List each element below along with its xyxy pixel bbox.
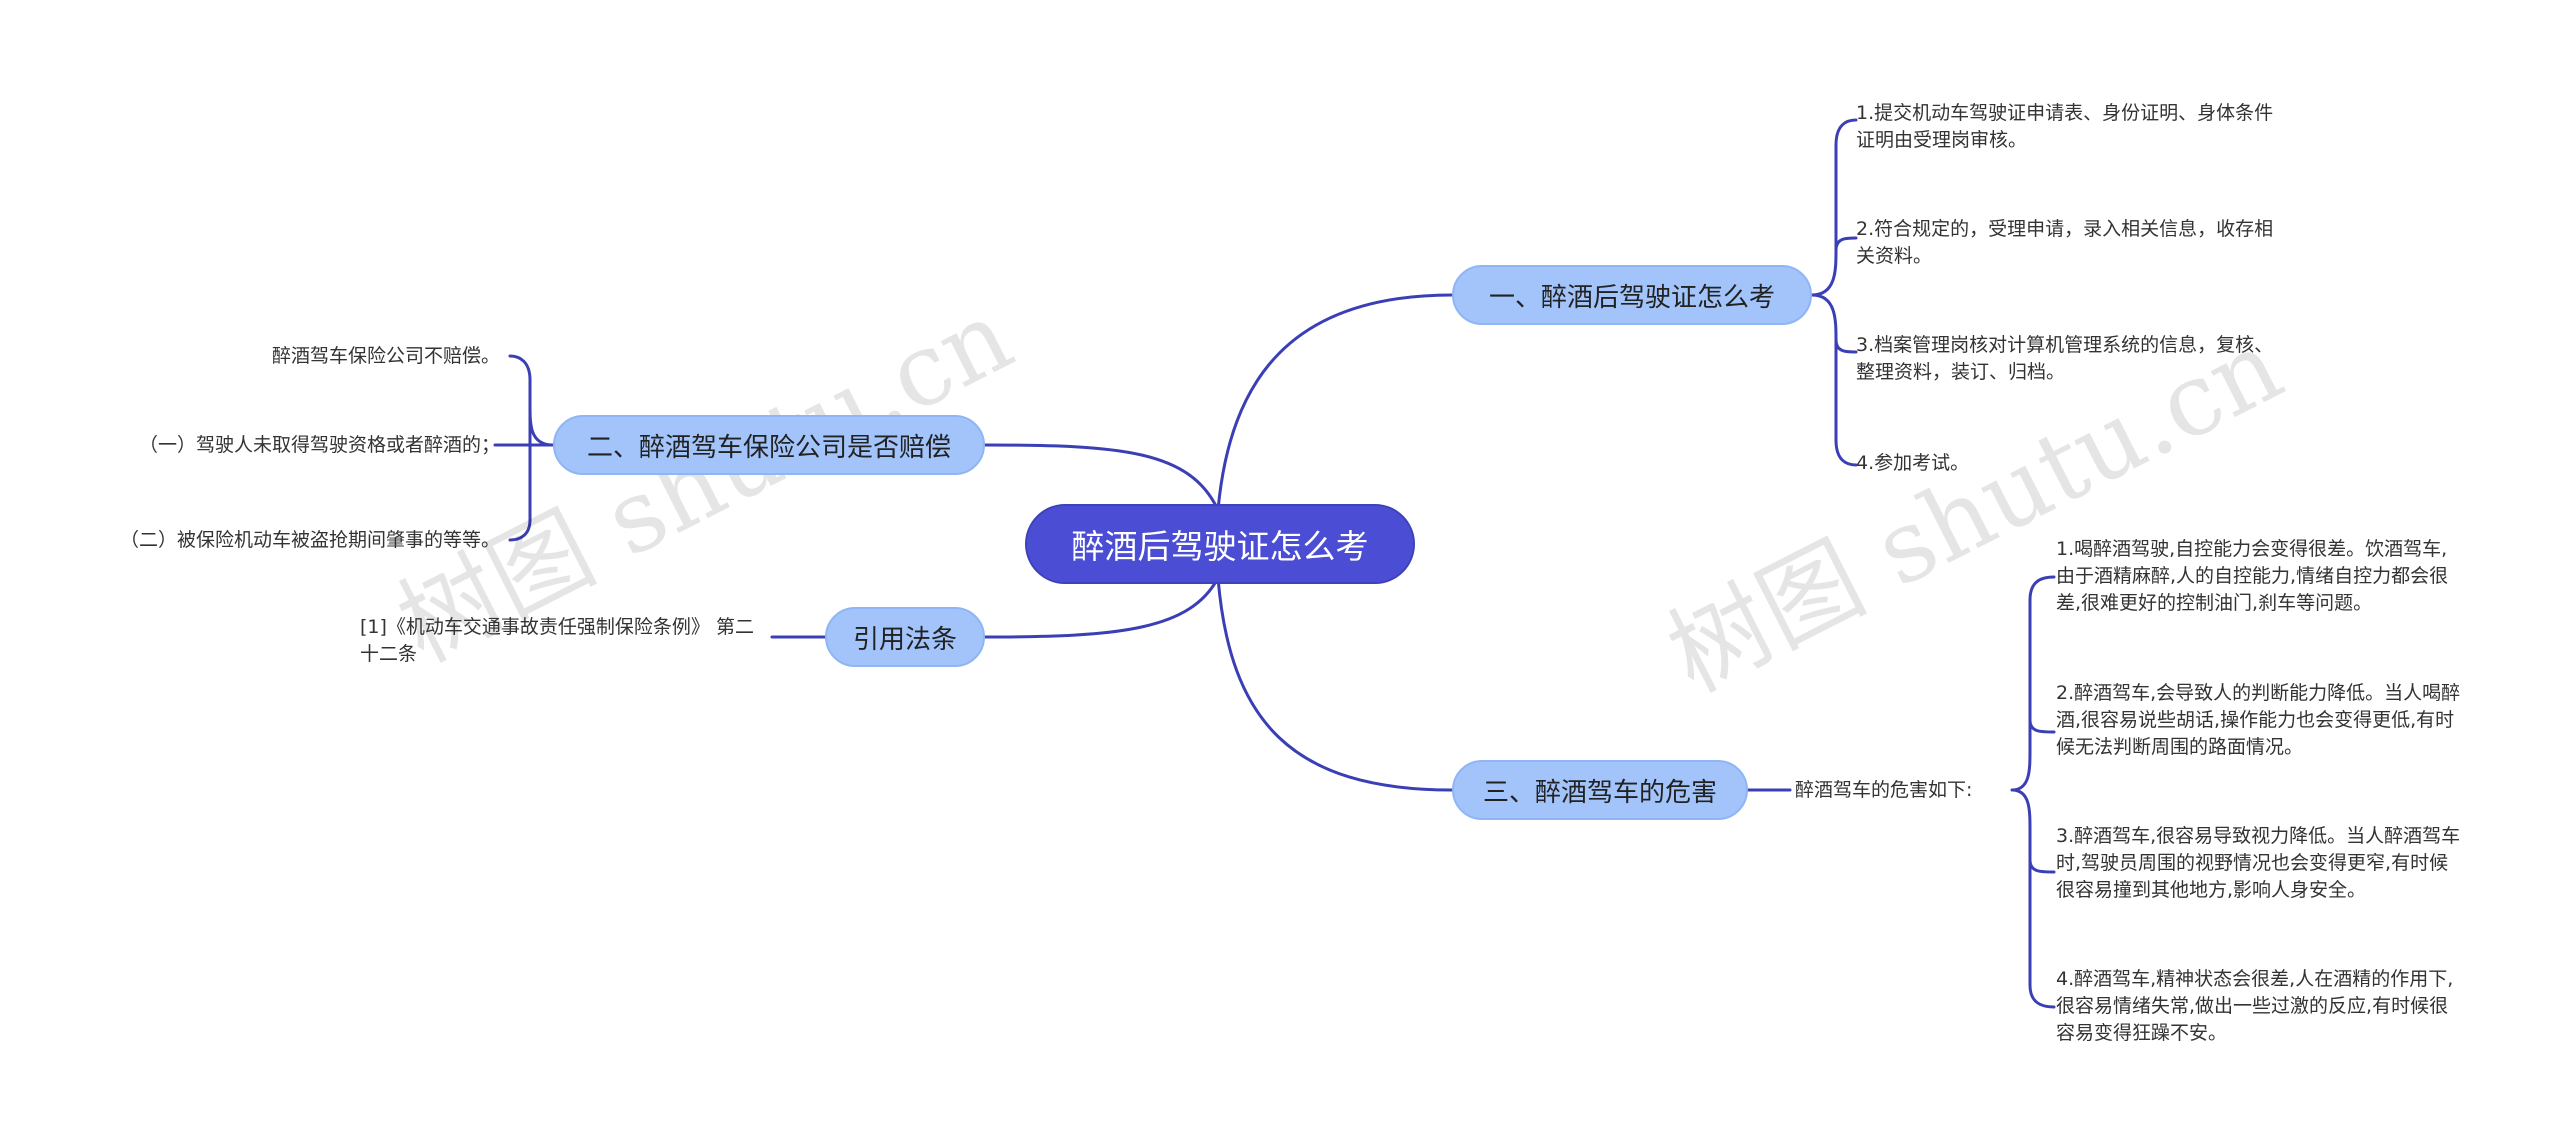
leaf-item: 3.档案管理岗核对计算机管理系统的信息，复核、整理资料，装订、归档。 [1856, 334, 2274, 383]
leaf-item: 4.醉酒驾车,精神状态会很差,人在酒精的作用下,很容易情绪失常,做出一些过激的反… [2056, 968, 2454, 1044]
leaf-item: [1]《机动车交通事故责任强制保险条例》 第二十二条 [360, 616, 754, 665]
leaf-item: 1.喝醉酒驾驶,自控能力会变得很差。饮酒驾车,由于酒精麻醉,人的自控能力,情绪自… [2056, 538, 2449, 614]
branch-node-hazards[interactable]: 三、醉酒驾车的危害 [1452, 760, 1748, 820]
branch-node-license-exam[interactable]: 一、醉酒后驾驶证怎么考 [1452, 265, 1812, 325]
link-root-b3 [1216, 576, 1454, 792]
link-root-b4 [983, 576, 1220, 639]
leaf-item: （一）驾驶人未取得驾驶资格或者醉酒的； [138, 434, 500, 456]
bracket-b1 [1810, 118, 1858, 467]
bracket-b2 [493, 354, 555, 542]
branch-label: 一、醉酒后驾驶证怎么考 [1488, 282, 1775, 313]
branch-node-insurance[interactable]: 二、醉酒驾车保险公司是否赔偿 [553, 415, 985, 475]
link-root-b2 [983, 443, 1220, 512]
branch-label: 三、醉酒驾车的危害 [1482, 777, 1717, 808]
leaf-item: 4.参加考试。 [1856, 452, 1970, 474]
link-root-b1 [1216, 293, 1454, 512]
branch-label: 二、醉酒驾车保险公司是否赔偿 [586, 432, 951, 463]
root-label: 醉酒后驾驶证怎么考 [1071, 527, 1369, 566]
leaf-item: 2.醉酒驾车,会导致人的判断能力降低。当人喝醉酒,很容易说些胡话,操作能力也会变… [2056, 682, 2461, 758]
root-node[interactable]: 醉酒后驾驶证怎么考 [1025, 504, 1415, 584]
branch-node-citation[interactable]: 引用法条 [825, 607, 985, 667]
leaf-item: （二）被保险机动车被盗抢期间肇事的等等。 [119, 529, 500, 551]
leaf-item: 1.提交机动车驾驶证申请表、身份证明、身体条件证明由受理岗审核。 [1856, 102, 2274, 151]
leaf-item: 2.符合规定的，受理申请，录入相关信息，收存相关资料。 [1856, 218, 2274, 267]
bracket-b3 [2010, 575, 2056, 1009]
branch-label: 引用法条 [852, 624, 957, 655]
leaf-item: 3.醉酒驾车,很容易导致视力降低。当人醉酒驾车时,驾驶员周围的视野情况也会变得更… [2056, 825, 2461, 901]
sub-label: 醉酒驾车的危害如下: [1795, 779, 1973, 801]
leaf-item: 醉酒驾车保险公司不赔偿。 [271, 345, 500, 367]
